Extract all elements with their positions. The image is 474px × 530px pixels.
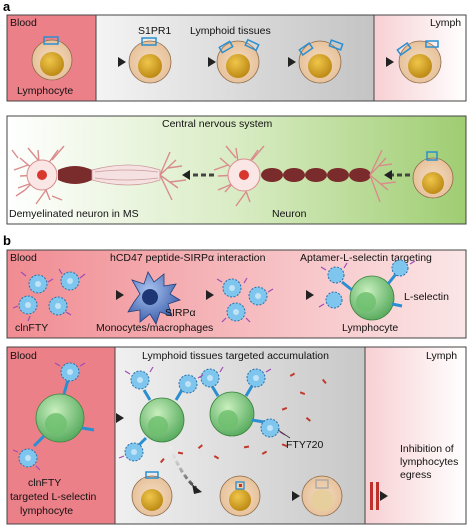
fty720-label: FTY720 — [286, 439, 324, 451]
clnfty-particles-evaded — [216, 277, 274, 323]
s1pr1-receptor-icon — [425, 40, 439, 48]
nanoparticle-icon — [130, 370, 150, 390]
lymphocyte-label: Lymphocyte — [17, 85, 73, 97]
monocyte-cell — [127, 271, 181, 325]
nanoparticle-icon — [60, 271, 80, 291]
inhibition-label-1: Inhibition of — [400, 443, 454, 455]
fty720-pointer — [277, 429, 291, 439]
arrow-head-icon — [208, 57, 216, 67]
arrow-head-icon — [306, 290, 314, 300]
nanoparticle-icon — [248, 286, 268, 306]
arrow-head-icon — [116, 413, 124, 423]
s1pr1-receptor-icon — [244, 38, 260, 52]
nanoparticle-icon — [18, 295, 38, 315]
neuron-label: Neuron — [272, 208, 307, 220]
monocytes-label: Monocytes/macrophages — [96, 322, 213, 334]
panel-b-letter: b — [3, 233, 11, 248]
neuron — [213, 145, 397, 207]
arrow-head-icon — [116, 290, 124, 300]
arrow-to-internalization — [168, 445, 198, 490]
lymphocyte-cell — [31, 36, 73, 81]
panel-a-letter: a — [3, 0, 11, 14]
arrow-head-icon — [182, 170, 190, 180]
cns-label: Central nervous system — [162, 118, 273, 130]
lymph-label: Lymph — [430, 17, 461, 29]
lymphocyte-cell-cns — [412, 151, 454, 199]
nanoparticle-icon — [327, 266, 345, 284]
s1pr1-receptor-icon — [43, 36, 59, 45]
lymph-bottom-label: Lymph — [426, 350, 457, 362]
blood-bottom-label: Blood — [10, 350, 37, 362]
inhibition-label-3: egress — [400, 469, 432, 481]
nanoparticle-icon — [18, 448, 38, 468]
s1pr1-receptor-icon — [328, 39, 344, 51]
targeted-lselectin-label: targeted L-selectin — [10, 491, 97, 503]
fty720-molecules — [159, 372, 327, 464]
lymphocyte-bottom-label: lymphocyte — [20, 505, 73, 517]
s1pr1-receptor-icon — [396, 42, 412, 56]
s1pr1-receptor-icon — [141, 37, 157, 46]
demyelinated-neuron — [11, 145, 187, 205]
sirpa-label: SIRPα — [165, 307, 196, 319]
s1pr1-receptor-icon — [298, 42, 314, 56]
s1pr1-receptor-icon — [426, 151, 438, 161]
arrow-head-icon — [292, 491, 300, 501]
panel-b-bottom-row: Blood Lymphoid tissues targeted accumula… — [6, 346, 467, 525]
nanoparticle-icon — [178, 374, 198, 394]
arrow-head-icon — [192, 484, 202, 494]
lymphoid-tissues-label: Lymphoid tissues — [190, 25, 271, 37]
clnfty-particles — [12, 268, 86, 322]
lymphocyte-cell-internalize-3 — [301, 475, 343, 517]
blood-label: Blood — [10, 17, 37, 29]
s1pr1-receptor-icon — [145, 471, 159, 479]
nanoparticle-icon — [60, 362, 80, 382]
nanoparticle-icon — [200, 368, 220, 388]
panel-b-top-row: Blood hCD47 peptide-SIRPα interaction Ap… — [6, 249, 467, 339]
panel-a-top-row: Blood S1PR1 Lymphoid tissues Lymph Lymph… — [6, 14, 467, 102]
lymphoid-targeted-cells — [118, 366, 286, 462]
nanoparticle-icon — [48, 296, 68, 316]
blood-lymphocyte-targeted — [12, 362, 95, 471]
egress-block-bar-icon — [376, 482, 379, 510]
arrow-head-icon — [384, 170, 392, 180]
lymphocyte-cell-s1pr1-3 — [298, 39, 344, 84]
nanoparticle-icon — [226, 302, 246, 322]
cns-panel: Central nervous system — [6, 115, 467, 225]
lymphocyte-cell-lymph — [396, 40, 442, 84]
blood-top-label: Blood — [10, 252, 37, 264]
nanoparticle-icon — [222, 278, 242, 298]
lymphocyte-cell-s1pr1-1 — [128, 37, 172, 84]
lymphoid-targeted-label: Lymphoid tissues targeted accumulation — [142, 350, 329, 362]
lymphocyte-cell-internalize-2 — [219, 475, 261, 517]
s1pr1-receptor-icon — [315, 479, 329, 489]
nanoparticle-icon — [28, 274, 48, 294]
demyelinated-label: Demyelinated neuron in MS — [9, 208, 139, 220]
lselectin-top-label: L-selectin — [404, 291, 449, 303]
nanoparticle-icon — [391, 259, 409, 277]
inhibition-label-2: lymphocytes — [400, 456, 458, 468]
clnfty-top-label: clnFTY — [15, 322, 48, 334]
lymphocyte-cell-s1pr1-2 — [216, 38, 260, 84]
hcd47-label: hCD47 peptide-SIRPα interaction — [110, 252, 266, 264]
arrow-head-icon — [386, 57, 394, 67]
egress-block-bar-icon — [370, 482, 373, 510]
nanoparticle-icon — [260, 418, 280, 438]
arrow-head-icon — [118, 57, 126, 67]
s1pr1-label: S1PR1 — [138, 25, 171, 37]
nanoparticle-icon — [325, 291, 343, 309]
nanoparticle-icon — [124, 442, 144, 462]
lymphocyte-cell-internalize-1 — [131, 471, 173, 517]
lymphocyte-top-label: Lymphocyte — [342, 322, 398, 334]
nanoparticle-icon — [246, 368, 266, 388]
clnfty-bottom-label: clnFTY — [28, 477, 61, 489]
s1pr1-receptor-icon — [235, 481, 245, 490]
arrow-head-icon — [206, 290, 214, 300]
l-selectin-receptor-icon — [391, 302, 403, 308]
arrow-head-icon — [380, 491, 388, 501]
s1pr1-receptor-icon — [218, 40, 234, 54]
arrow-head-icon — [288, 57, 296, 67]
lymphocyte-targeted-cell — [318, 259, 416, 321]
